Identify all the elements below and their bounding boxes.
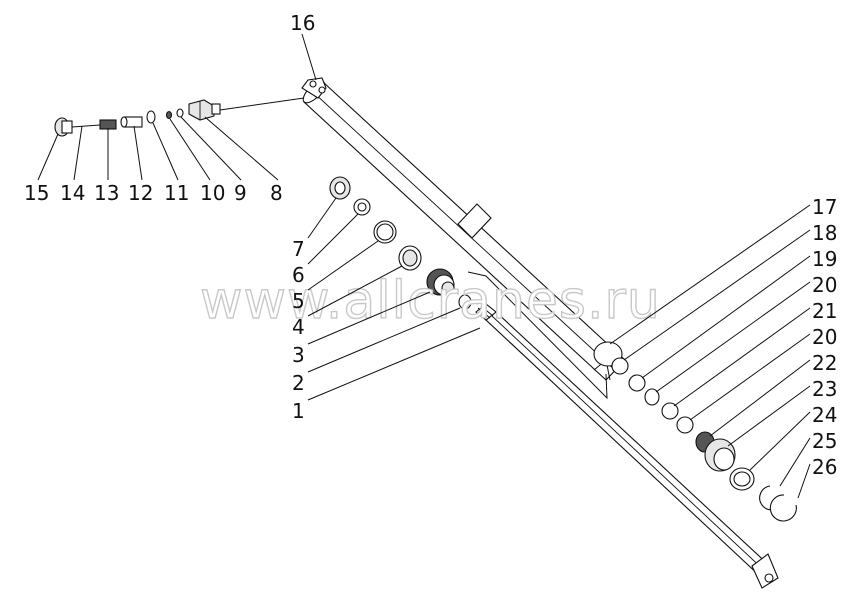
label-20b: 20 (812, 325, 837, 349)
label-9: 9 (234, 181, 247, 205)
label-11: 11 (164, 181, 189, 205)
callout-labels: 16 15 14 13 12 11 10 9 8 7 6 5 4 3 2 1 1… (24, 11, 837, 479)
label-13: 13 (94, 181, 119, 205)
part-13-spring (99, 119, 117, 130)
label-8: 8 (270, 181, 283, 205)
part-19-ring (628, 374, 646, 392)
label-4: 4 (292, 315, 305, 339)
piston-parts (329, 176, 472, 310)
label-15: 15 (24, 181, 49, 205)
label-14: 14 (60, 181, 85, 205)
label-24: 24 (812, 403, 837, 427)
part-9-ring (176, 108, 184, 118)
label-17: 17 (812, 195, 837, 219)
label-16: 16 (290, 11, 315, 35)
part-8-nut (188, 99, 215, 121)
hose-line (219, 97, 305, 111)
label-10: 10 (200, 181, 225, 205)
valve-assembly (54, 99, 221, 137)
label-21: 21 (812, 299, 837, 323)
label-3: 3 (292, 343, 305, 367)
label-2: 2 (292, 371, 305, 395)
label-26: 26 (812, 455, 837, 479)
part-14-stem (71, 124, 101, 128)
gland-parts (593, 341, 797, 522)
part-15-body (61, 120, 73, 134)
part-21-ring (661, 402, 679, 420)
watermark: www.allcranes.ru (200, 271, 661, 331)
part-10-ring (165, 110, 173, 120)
label-25: 25 (812, 429, 837, 453)
part-2-oring (458, 294, 472, 310)
label-1: 1 (292, 399, 305, 423)
label-7: 7 (292, 237, 305, 261)
gland-contour (467, 271, 608, 400)
part-11-washer (146, 110, 156, 124)
label-12: 12 (128, 181, 153, 205)
label-23: 23 (812, 377, 837, 401)
label-5: 5 (292, 289, 305, 313)
label-6: 6 (292, 263, 305, 287)
label-20a: 20 (812, 273, 837, 297)
piston-rod (475, 303, 779, 589)
part-20-ring (644, 388, 660, 406)
label-18: 18 (812, 221, 837, 245)
part-18-ring (611, 357, 629, 375)
part-20b-ring (676, 416, 694, 434)
label-19: 19 (812, 247, 837, 271)
cylinder-barrel (301, 77, 626, 381)
part-26-circlip (769, 494, 797, 522)
label-22: 22 (812, 351, 837, 375)
leader-lines (37, 33, 811, 499)
